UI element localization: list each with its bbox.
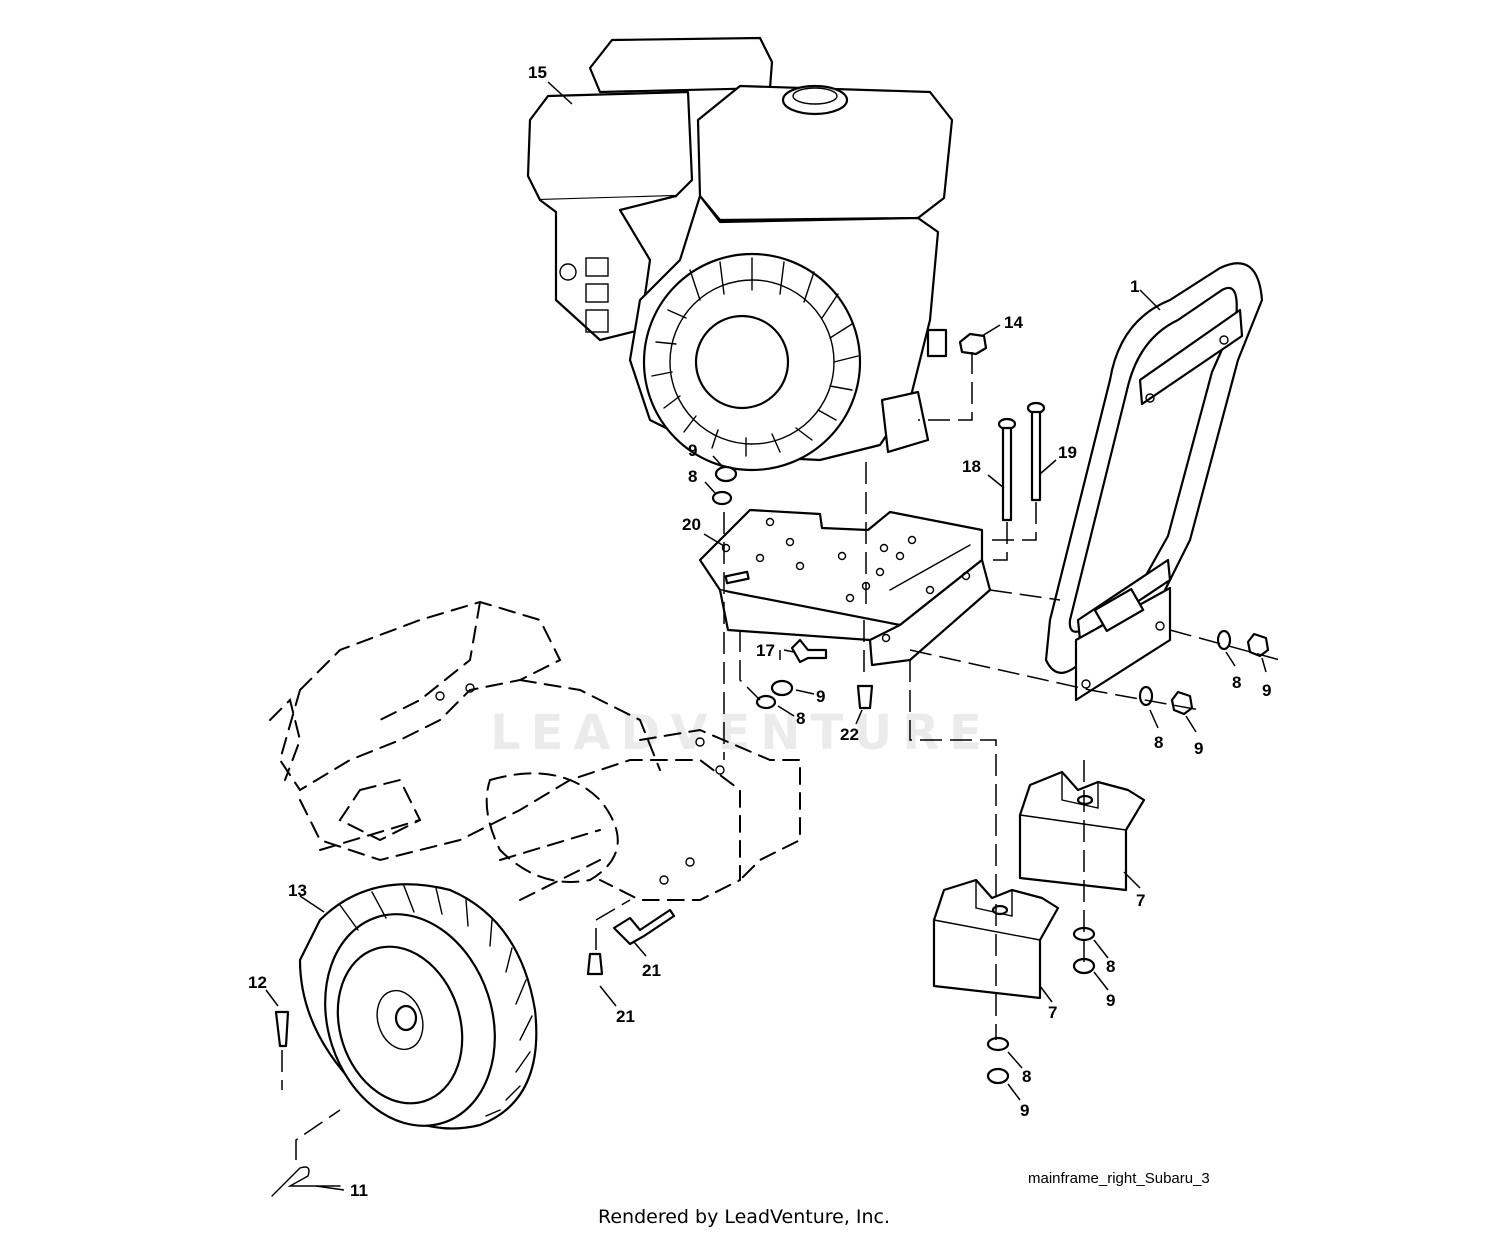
callout-9: 9 xyxy=(688,441,697,460)
wheel-tire[interactable] xyxy=(298,883,538,1148)
callout-8: 8 xyxy=(1106,957,1115,976)
callout-9: 9 xyxy=(1262,681,1271,700)
callout-9: 9 xyxy=(816,687,825,706)
callout-21: 21 xyxy=(616,1007,635,1026)
callout-8: 8 xyxy=(796,709,805,728)
callout-17: 17 xyxy=(756,641,775,660)
watermark: LEADVENTURE xyxy=(490,705,992,761)
hex-nut-14[interactable] xyxy=(958,332,988,356)
callout-15: 15 xyxy=(528,63,547,82)
callout-13: 13 xyxy=(288,881,307,900)
bolt-22[interactable] xyxy=(856,684,874,710)
callout-12: 12 xyxy=(248,973,267,992)
clevis-pin-12[interactable] xyxy=(274,1010,290,1048)
callout-20: 20 xyxy=(682,515,701,534)
tine-assembly-phantom xyxy=(269,600,801,901)
hex-nut-9-top[interactable] xyxy=(714,465,738,483)
callout-8: 8 xyxy=(1022,1067,1031,1086)
callout-14: 14 xyxy=(1004,313,1023,332)
carriage-bolt-18[interactable] xyxy=(997,417,1017,522)
callout-1: 1 xyxy=(1130,277,1139,296)
callout-labels: 15 1 14 9 8 20 18 19 17 9 8 22 8 9 8 9 7… xyxy=(248,63,1271,1200)
bolt-21[interactable] xyxy=(586,908,676,976)
callout-11: 11 xyxy=(350,1181,368,1200)
hairpin-clip-11[interactable] xyxy=(271,1166,341,1197)
nut-washer-mid[interactable] xyxy=(755,679,794,710)
callout-21: 21 xyxy=(642,961,661,980)
bolt-17[interactable] xyxy=(790,638,828,664)
callout-9: 9 xyxy=(1020,1101,1029,1120)
carriage-bolt-19[interactable] xyxy=(1026,401,1046,502)
leader-lines xyxy=(265,81,1267,1191)
callout-9: 9 xyxy=(1194,739,1203,758)
engine[interactable] xyxy=(526,36,954,472)
callout-8: 8 xyxy=(688,467,697,486)
callout-18: 18 xyxy=(962,457,981,476)
callout-7: 7 xyxy=(1136,891,1145,910)
render-credit: Rendered by LeadVenture, Inc. xyxy=(598,1206,891,1228)
callout-22: 22 xyxy=(840,725,859,744)
weight-block-upper[interactable] xyxy=(1018,770,1146,892)
front-bumper[interactable] xyxy=(1044,262,1264,702)
diagram-id-label: mainframe_right_Subaru_3 xyxy=(1028,1170,1210,1187)
lock-washer-8-top[interactable] xyxy=(711,490,733,506)
mainframe-plate[interactable] xyxy=(698,508,992,667)
callout-9: 9 xyxy=(1106,991,1115,1010)
callout-8: 8 xyxy=(1232,673,1241,692)
callout-8: 8 xyxy=(1154,733,1163,752)
callout-7: 7 xyxy=(1048,1003,1057,1022)
callout-19: 19 xyxy=(1058,443,1077,462)
washer-nut-right[interactable] xyxy=(1138,629,1270,716)
weight-hardware[interactable] xyxy=(986,926,1096,1085)
alignment-lines xyxy=(281,352,1281,1160)
